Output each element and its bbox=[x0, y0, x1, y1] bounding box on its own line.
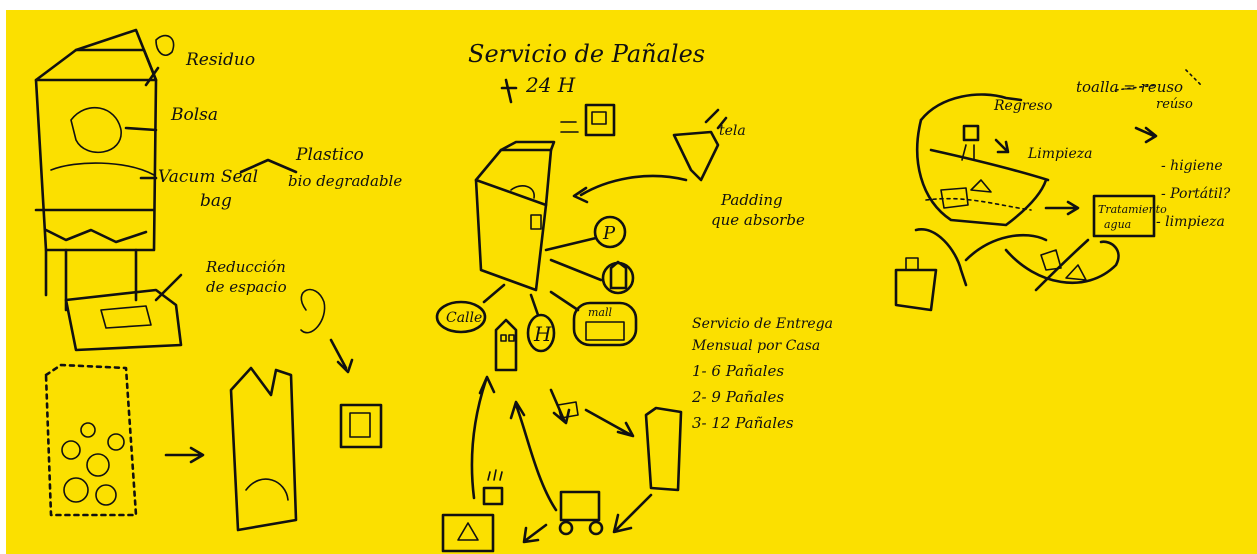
towel-label: toalla = reuso bbox=[1076, 78, 1183, 96]
plan-1: 1- 6 Pañales bbox=[692, 362, 784, 380]
reduction-label-line2: de espacio bbox=[206, 278, 287, 296]
padding-label-line2: que absorbe bbox=[711, 211, 805, 229]
sketch-sheet: Residuo Bolsa Vacum Seal bag Plastico bi… bbox=[6, 10, 1257, 554]
plastic-label-line1: Plastico bbox=[295, 145, 364, 165]
list-item-1: - higiene bbox=[1161, 158, 1223, 174]
plan-3: 3- 12 Pañales bbox=[692, 414, 794, 432]
plan-2: 2- 9 Pañales bbox=[691, 388, 784, 406]
sketch-canvas: Residuo Bolsa Vacum Seal bag Plastico bi… bbox=[6, 10, 1257, 554]
return-label: Regreso bbox=[993, 98, 1052, 114]
vacuum-label-line2: bag bbox=[200, 191, 232, 211]
plastic-label-line2: bio degradable bbox=[288, 172, 402, 190]
reuse-label: reúso bbox=[1156, 97, 1193, 112]
service-label-line2: Mensual por Casa bbox=[691, 338, 820, 354]
center-title-line2: 24 H bbox=[525, 73, 576, 97]
vacuum-label-line1: Vacum Seal bbox=[158, 167, 258, 187]
hospital-letter: H bbox=[533, 322, 552, 346]
mall-label: mall bbox=[588, 306, 613, 319]
reduction-label-line1: Reducción bbox=[205, 258, 286, 276]
bag-label: Bolsa bbox=[170, 105, 218, 125]
residue-label: Residuo bbox=[185, 50, 255, 70]
padding-label-line1: Padding bbox=[720, 191, 783, 209]
list-item-3: - limpieza bbox=[1156, 214, 1225, 230]
cloth-label: tela bbox=[719, 123, 746, 139]
service-label-line1: Servicio de Entrega bbox=[692, 316, 833, 332]
treatment-label-line2: agua bbox=[1104, 218, 1131, 231]
list-item-2: - Portátil? bbox=[1161, 186, 1231, 202]
center-title-line1: Servicio de Pañales bbox=[468, 40, 705, 68]
parking-letter: P bbox=[602, 223, 616, 244]
street-label: Calle bbox=[446, 310, 482, 326]
cleaning-label: Limpieza bbox=[1027, 146, 1093, 162]
